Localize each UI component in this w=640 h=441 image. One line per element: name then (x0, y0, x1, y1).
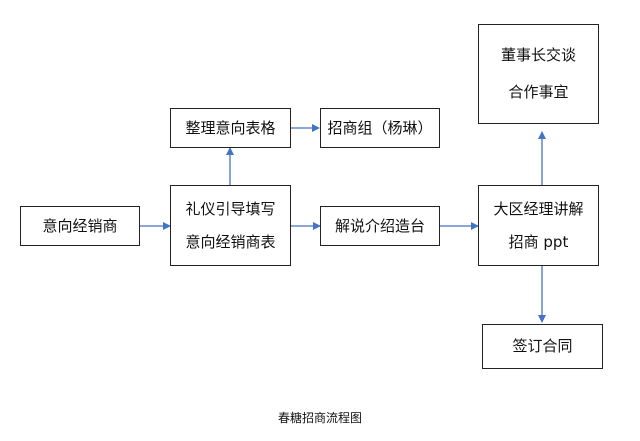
node-label: 签订合同 (512, 337, 573, 356)
node-recruitment-team: 招商组（杨琳） (320, 108, 440, 148)
node-label-line-1: 董事长交谈 (500, 46, 576, 65)
node-intended-dealer: 意向经销商 (20, 206, 140, 246)
node-label-line-1: 礼仪引导填写 (185, 199, 276, 218)
node-regional-manager: 大区经理讲解 招商 ppt (478, 185, 599, 266)
node-label-line-2: 招商 ppt (508, 232, 569, 251)
node-label: 解说介绍造台 (334, 216, 425, 235)
node-chairman-talk: 董事长交谈 合作事宜 (478, 24, 599, 124)
node-label: 招商组（杨琳） (327, 118, 433, 137)
node-label-line-1: 大区经理讲解 (493, 199, 584, 218)
node-etiquette-form: 礼仪引导填写 意向经销商表 (170, 185, 291, 266)
node-site-introduction: 解说介绍造台 (320, 206, 440, 246)
figure-caption: 春糖招商流程图 (277, 411, 362, 425)
node-sign-contract: 签订合同 (482, 324, 603, 369)
node-label: 整理意向表格 (185, 118, 276, 137)
node-label-line-2: 合作事宜 (508, 83, 569, 101)
node-label: 意向经销商 (42, 216, 118, 235)
node-organize-forms: 整理意向表格 (170, 108, 291, 148)
node-label-line-2: 意向经销商表 (185, 232, 276, 251)
